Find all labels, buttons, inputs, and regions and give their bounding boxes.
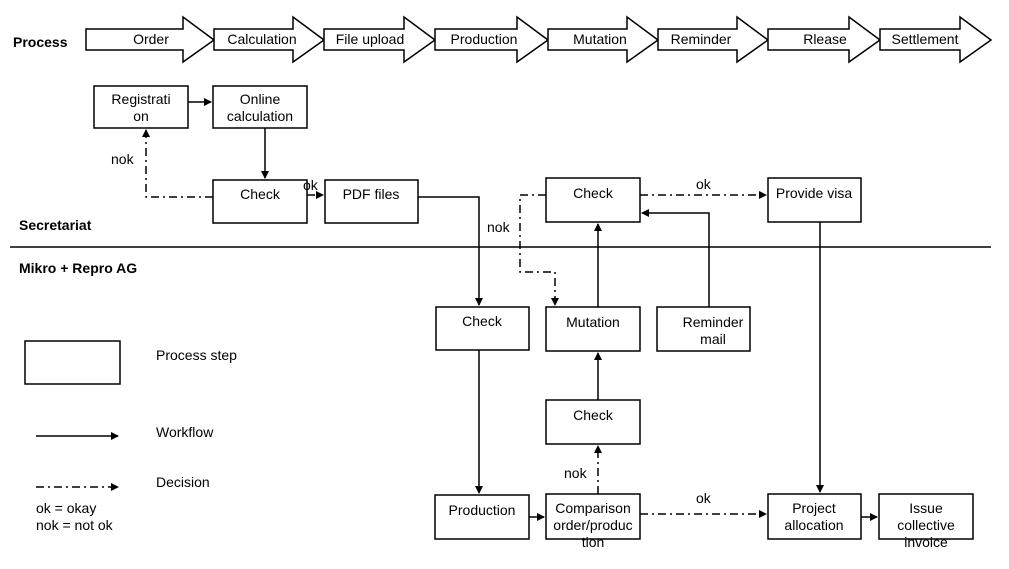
box-reminder-mail xyxy=(656,306,751,352)
box-issue-invoice-text-2: collective xyxy=(897,517,955,533)
process-step-label-calculation: Calculation xyxy=(227,31,296,47)
process-step-label-production: Production xyxy=(451,31,518,47)
edge-label-ok-visa: ok xyxy=(696,176,712,192)
legend-nok-definition: nok = not ok xyxy=(36,517,114,533)
edge-reminder-to-check-top xyxy=(641,209,710,307)
legend-workflow-label: Workflow xyxy=(156,424,214,440)
lane-label-secretariat: Secretariat xyxy=(19,217,92,233)
process-step-label-file-upload: File upload xyxy=(336,31,405,47)
process-step-label-order: Order xyxy=(133,31,169,47)
edge-label-nok-registration: nok xyxy=(111,151,135,167)
process-step-settlement xyxy=(879,15,993,64)
edge-label-ok-project: ok xyxy=(696,490,712,506)
box-project-allocation-text-1: Project xyxy=(792,500,836,516)
box-registration xyxy=(93,85,189,129)
box-issue-invoice xyxy=(878,493,974,540)
box-check-secretariat xyxy=(212,179,308,224)
lane-label-mikro-repro: Mikro + Repro AG xyxy=(19,260,137,276)
edge-check-nok-to-mutation xyxy=(519,194,559,306)
process-step-production xyxy=(434,15,550,64)
legend: Process step Workflow Decision ok = okay… xyxy=(24,340,237,533)
process-step-label-reminder: Reminder xyxy=(671,31,732,47)
box-check-mikro xyxy=(435,306,530,351)
process-chevrons xyxy=(85,15,993,64)
box-online-calculation xyxy=(212,85,308,129)
edge-label-ok-pdf: ok xyxy=(303,177,319,193)
process-step-file-upload xyxy=(323,15,437,64)
box-reminder-mail-text-1: Reminder xyxy=(683,314,744,330)
box-comparison-text-2: order/produc xyxy=(553,517,632,533)
process-step-calculation xyxy=(213,15,326,64)
box-check-mikro-text: Check xyxy=(462,313,503,329)
process-step-label-rlease: Rlease xyxy=(803,31,847,47)
edge-pdf-files-to-check xyxy=(418,196,483,306)
box-production xyxy=(434,494,530,540)
edge-label-nok-comparison: nok xyxy=(564,465,588,481)
process-step-label-mutation: Mutation xyxy=(573,31,627,47)
process-step-label-settlement: Settlement xyxy=(892,31,959,47)
box-pdf-files xyxy=(324,179,419,224)
box-check-middle xyxy=(545,399,641,445)
box-registration-text-2: on xyxy=(133,108,149,124)
box-check-secretariat-text: Check xyxy=(240,186,281,202)
box-mutation-text: Mutation xyxy=(566,314,620,330)
legend-ok-definition: ok = okay xyxy=(36,500,96,516)
process-step-rlease xyxy=(767,15,882,64)
box-check-top xyxy=(545,177,641,223)
box-online-calculation-text-1: Online xyxy=(240,91,281,107)
box-project-allocation-text-2: allocation xyxy=(784,517,843,533)
process-step-mutation xyxy=(547,15,660,64)
legend-process-step-label: Process step xyxy=(156,347,237,363)
box-provide-visa-text: Provide visa xyxy=(776,185,852,201)
box-comparison xyxy=(545,493,641,540)
box-issue-invoice-text-3: invoice xyxy=(904,534,948,550)
process-step-reminder xyxy=(657,15,770,64)
legend-process-step-swatch xyxy=(24,340,121,385)
box-reminder-mail-text-2: mail xyxy=(700,331,726,347)
box-comparison-text-3: tion xyxy=(582,534,605,550)
box-production-text: Production xyxy=(449,502,516,518)
box-issue-invoice-text-1: Issue xyxy=(909,500,943,516)
box-registration-text-1: Registrati xyxy=(111,91,170,107)
process-label: Process xyxy=(13,34,68,50)
box-pdf-files-text: PDF files xyxy=(343,186,400,202)
legend-decision-label: Decision xyxy=(156,474,210,490)
edge-check-nok-to-registration xyxy=(142,129,213,198)
box-check-middle-text: Check xyxy=(573,407,614,423)
box-check-top-text: Check xyxy=(573,185,614,201)
box-provide-visa xyxy=(767,177,862,223)
box-project-allocation xyxy=(767,493,862,540)
box-comparison-text-1: Comparison xyxy=(555,500,630,516)
process-step-order xyxy=(85,15,216,64)
box-online-calculation-text-2: calculation xyxy=(227,108,293,124)
box-mutation xyxy=(545,306,641,352)
edge-label-nok-check: nok xyxy=(487,219,511,235)
